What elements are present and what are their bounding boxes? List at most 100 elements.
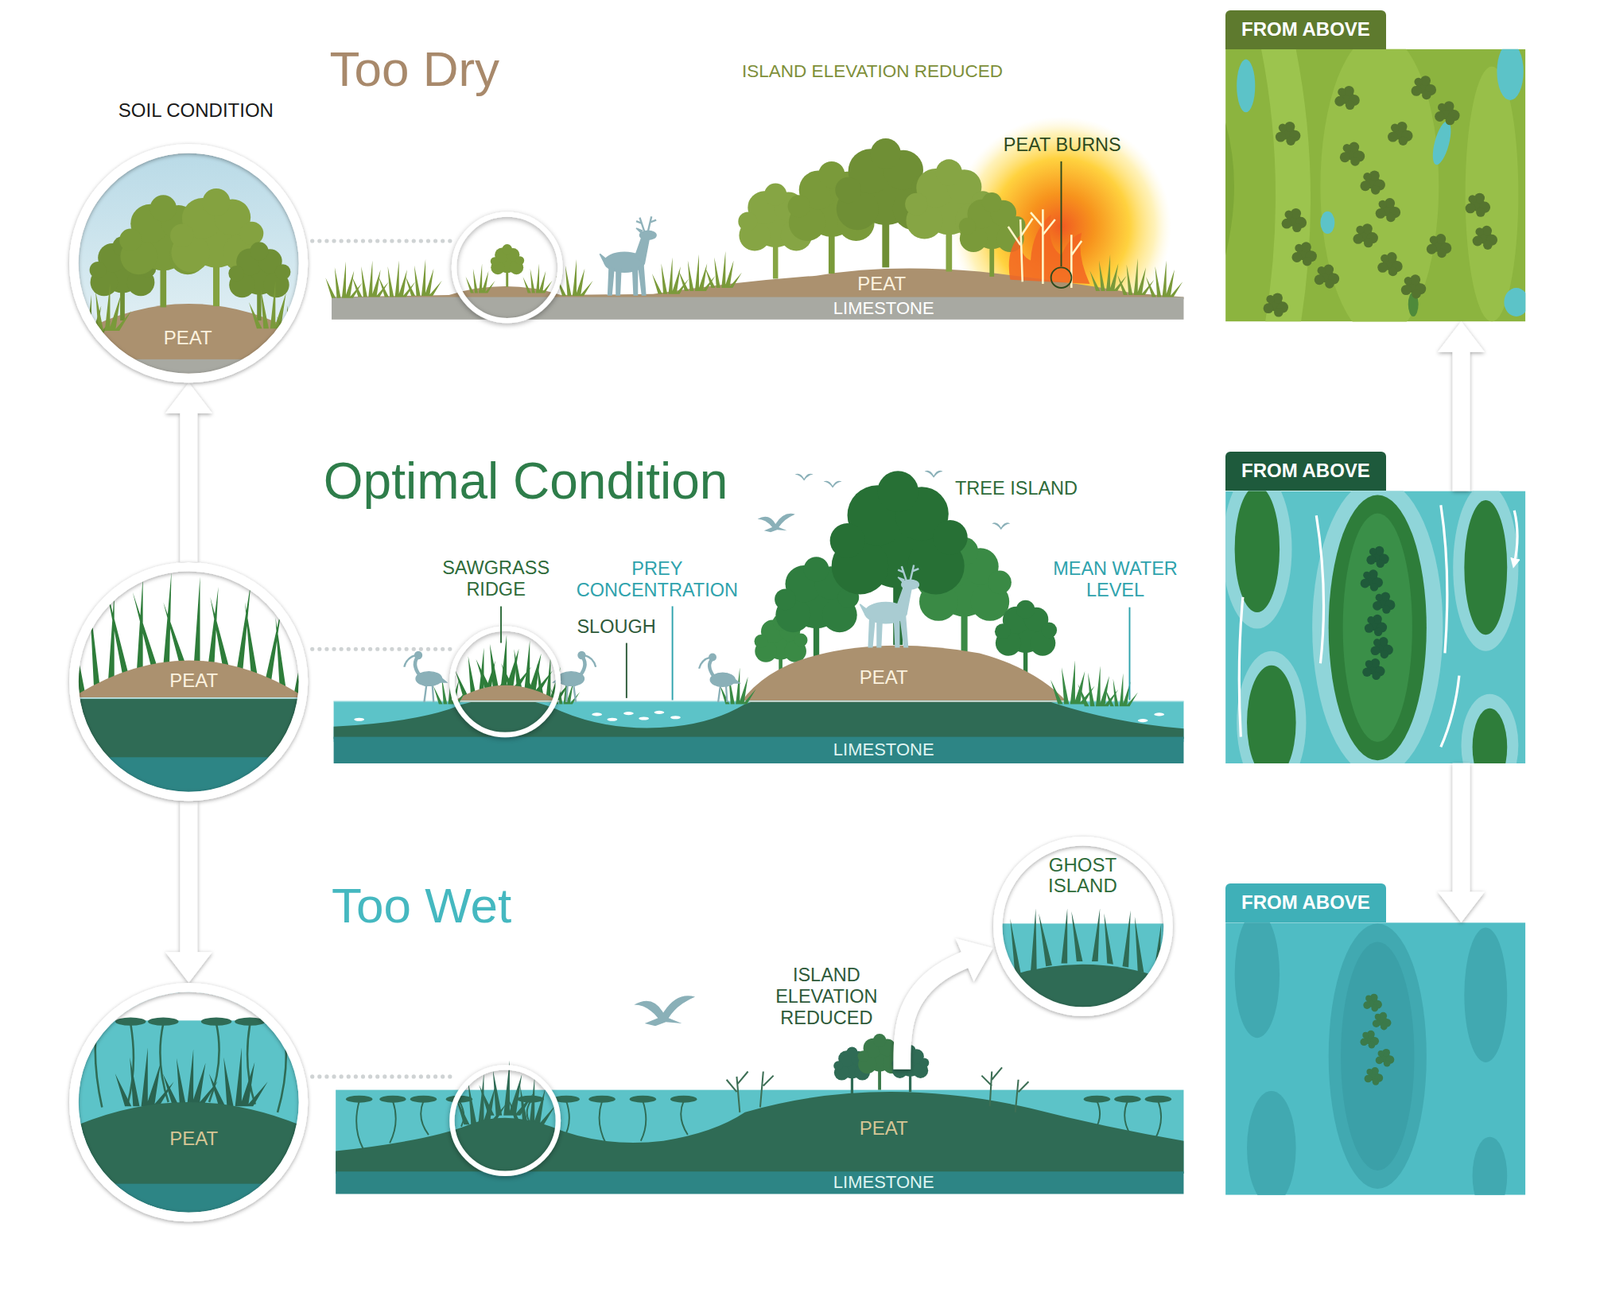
callout-label: PEAT BURNS <box>1003 135 1122 157</box>
callout-label: ISLAND ELEVATION REDUCED <box>766 964 886 1030</box>
optimal-cross-section <box>741 645 1068 703</box>
optimal-cross-section <box>859 565 919 648</box>
aerial-view-wet <box>1359 1030 1379 1049</box>
wet-cross-section <box>335 1090 1184 1174</box>
aerial-view-optimal <box>1452 490 1519 651</box>
panel-tab: FROM ABOVE <box>1225 451 1387 491</box>
optimal-cross-section <box>638 716 649 720</box>
dry-cross-section <box>1117 258 1154 296</box>
callout-label: GHOST ISLAND <box>1030 854 1134 898</box>
aerial-view-dry <box>1352 223 1378 248</box>
wet-cross-section <box>508 1076 556 1125</box>
callout-label: SLOUGH <box>576 617 656 639</box>
aerial-view-dry <box>1411 75 1437 100</box>
aerial-view-wet <box>1472 1137 1508 1196</box>
aerial-view-dry <box>1275 121 1301 146</box>
wet-soil-vignette <box>115 1047 175 1107</box>
aerial-view-wet <box>1375 1048 1395 1068</box>
aerial-view-dry <box>1426 233 1452 258</box>
rock-label: LIMESTONE <box>833 740 935 760</box>
arrow-head <box>955 938 994 982</box>
wet-cross-section <box>670 1095 697 1103</box>
arrow-head <box>165 951 213 983</box>
flow-arrow <box>901 938 993 1070</box>
aerial-view-optimal <box>1364 614 1387 637</box>
aerial-view-optimal <box>1460 694 1519 764</box>
aerial-view-optimal <box>1362 658 1385 680</box>
soil-label: PEAT <box>857 273 906 295</box>
cross-section: PEATLIMESTONE <box>333 637 1185 764</box>
aerial-view-dry <box>1320 211 1335 234</box>
aerial-view-dry <box>1375 198 1401 222</box>
aerial-view-optimal <box>1236 651 1306 764</box>
circle-ring <box>73 148 304 379</box>
optimal-cross-section <box>1153 712 1165 716</box>
optimal-cross-section <box>403 652 447 703</box>
aerial-view-dry <box>1314 264 1340 289</box>
aerial-view-wet <box>1359 994 1395 1086</box>
flow-arrow <box>165 382 213 563</box>
aerial-view-dry <box>1387 121 1413 146</box>
aerial-view-dry <box>1291 241 1317 266</box>
aerial-panel: FROM ABOVE <box>1225 490 1526 764</box>
aerial-view-dry <box>1334 85 1360 110</box>
aerial-view-dry <box>1339 142 1365 167</box>
optimal-cross-section <box>476 634 532 690</box>
aerial-view-dry <box>1281 208 1307 233</box>
aerial-view-dry <box>1503 287 1526 317</box>
soil-label: PEAT <box>169 1128 218 1150</box>
section-label: SOIL CONDITION <box>118 99 274 122</box>
wet-cross-section <box>345 1095 373 1103</box>
wet-soil-vignette <box>163 1048 218 1104</box>
arrow-shaft <box>901 957 971 1070</box>
aerial-view-dry <box>1263 292 1289 317</box>
flow-arrow <box>1437 321 1485 491</box>
row-heading: Too Dry <box>329 41 500 98</box>
optimal-cross-section <box>333 700 1185 703</box>
wet-cross-section <box>345 1095 1172 1103</box>
dry-soil-vignette <box>66 143 318 391</box>
aerial-view-dry <box>1377 252 1402 276</box>
optimal-cross-section <box>671 605 674 700</box>
soil-circle: PEAT <box>69 982 308 1222</box>
optimal-soil-vignette <box>71 660 307 698</box>
aerial-view-dry <box>1429 119 1455 167</box>
dry-cross-section <box>454 214 560 321</box>
ghost-island-circle: GHOST ISLAND <box>993 836 1173 1017</box>
aerial-view-wet <box>1340 942 1414 1171</box>
row-heading: Optimal Condition <box>323 452 729 512</box>
row-heading: Too Wet <box>331 877 512 935</box>
dry-cross-section <box>331 297 1184 320</box>
aerial-view-dry <box>1225 122 1235 256</box>
optimal-cross-section <box>1050 660 1095 704</box>
dry-cross-section <box>652 257 689 295</box>
optimal-soil-vignette <box>71 561 317 811</box>
optimal-cross-section <box>606 718 618 722</box>
aerial-view-optimal <box>1464 500 1507 635</box>
optimal-cross-section <box>1077 665 1119 707</box>
aerial-view-wet <box>1246 1091 1297 1196</box>
arrow-shaft <box>179 800 198 959</box>
aerial-view-optimal <box>1312 490 1443 764</box>
aerial-view-wet <box>1464 928 1507 1063</box>
circle-ring <box>73 986 304 1217</box>
arrow-shaft <box>179 407 198 563</box>
wet-cross-section <box>335 1171 1184 1194</box>
aerial-view-dry <box>1261 49 1311 323</box>
arrow-shaft <box>1452 345 1471 491</box>
wet-soil-vignette <box>201 1017 232 1026</box>
aerial-view-dry <box>1496 49 1523 101</box>
dry-cross-section <box>490 244 525 288</box>
optimal-cross-section <box>333 737 1185 764</box>
cross-section: PEATLIMESTONE <box>335 1069 1184 1195</box>
dry-cross-section <box>325 261 362 299</box>
aerial-view-optimal <box>1328 495 1427 762</box>
optimal-cross-section <box>699 653 740 703</box>
circle-ring <box>997 841 1168 1012</box>
cross-section: PEATLIMESTONE <box>331 260 1184 319</box>
optimal-cross-section <box>353 710 1165 723</box>
dry-cross-section <box>378 260 416 297</box>
dry-cross-section <box>466 263 496 293</box>
